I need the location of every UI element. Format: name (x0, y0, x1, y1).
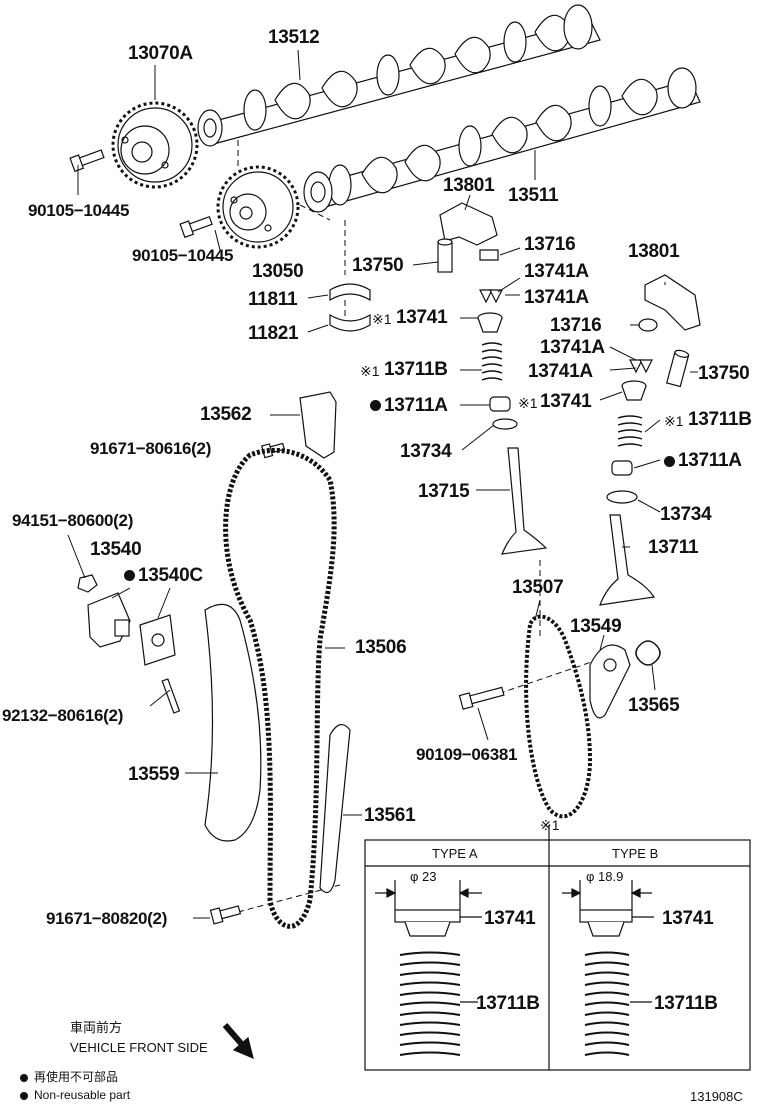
inset-box (364, 825, 751, 1071)
front-side-en: VEHICLE FRONT SIDE (70, 1040, 208, 1055)
label-13741a-3: 13741A (540, 337, 605, 358)
label-13741a-1: 13741A (524, 261, 589, 282)
front-side-jp: 車両前方 (70, 1020, 123, 1035)
label-13070a: 13070A (128, 43, 193, 64)
note-marker-13741-right: ※1 (518, 395, 538, 411)
label-91671-80616: 91671−80616(2) (90, 439, 212, 458)
label-13562: 13562 (200, 404, 252, 425)
label-13750-right: 13750 (698, 363, 750, 384)
bearings (329, 283, 371, 332)
nonreuse-dot-icon (370, 400, 381, 411)
bolts (69, 149, 505, 925)
label-13711b-right: 13711B (688, 409, 752, 430)
valve-springs (481, 342, 643, 447)
sprocket-13070a (111, 101, 199, 189)
label-13559: 13559 (128, 764, 180, 785)
tensioner-13540 (87, 592, 176, 666)
label-11811: 11811 (248, 289, 298, 310)
valve-keys (479, 249, 658, 374)
type-b-spring-label: 13711B (654, 993, 718, 1014)
label-13711: 13711 (648, 537, 699, 558)
type-a-title: TYPE A (432, 846, 478, 861)
label-13741-right: 13741 (540, 391, 592, 412)
type-b-title: TYPE B (612, 846, 659, 861)
note-marker-13711b-left: ※1 (360, 363, 380, 379)
tensioner-arm-13549 (589, 640, 661, 719)
label-13549: 13549 (570, 616, 622, 637)
figure-code: 131908C (690, 1089, 743, 1104)
label-13750-left: 13750 (352, 255, 404, 276)
nonreuse-dot-icon (20, 1092, 28, 1100)
note-marker-13711b-right: ※1 (664, 413, 684, 429)
label-13801-left: 13801 (443, 175, 495, 196)
label-90105-left: 90105−10445 (28, 201, 130, 220)
label-13540: 13540 (90, 539, 142, 560)
label-13506: 13506 (355, 637, 407, 658)
label-13734-right: 13734 (660, 504, 712, 525)
type-b-retainer-label: 13741 (662, 908, 714, 929)
camshaft-13511 (303, 67, 701, 213)
front-arrow-icon (222, 1023, 254, 1060)
label-13050: 13050 (252, 261, 304, 282)
type-a-retainer-label: 13741 (484, 908, 536, 929)
label-13711a-right: 13711A (678, 450, 742, 471)
alignment-lines (237, 140, 613, 913)
label-94151: 94151−80600(2) (12, 511, 134, 530)
label-11821: 11821 (248, 323, 299, 344)
nonreuse-en: Non-reusable part (34, 1088, 131, 1102)
nonreuse-jp: 再使用不可部品 (34, 1070, 119, 1084)
retainers (477, 312, 647, 401)
label-13801-right: 13801 (628, 241, 680, 262)
camshaft-13512 (197, 4, 601, 147)
nonreuse-dot-icon (664, 456, 675, 467)
seals-washers (489, 396, 638, 504)
label-13561: 13561 (364, 805, 416, 826)
label-13734-left: 13734 (400, 441, 452, 462)
note-marker-inset: ※1 (540, 817, 560, 833)
sprocket-13050 (216, 165, 300, 249)
type-b-diameter: φ 18.9 (586, 869, 624, 884)
label-13507: 13507 (512, 577, 564, 598)
valves (501, 447, 656, 606)
damper-13561 (319, 724, 351, 894)
chain-13507 (524, 614, 593, 819)
nonreuse-dot-icon (20, 1074, 28, 1082)
label-13716-left: 13716 (524, 234, 576, 255)
label-13512: 13512 (268, 27, 320, 48)
label-13741a-4: 13741A (528, 361, 593, 382)
label-13741a-2: 13741A (524, 287, 589, 308)
label-90109: 90109−06381 (416, 745, 518, 764)
label-90105-right: 90105−10445 (132, 246, 234, 265)
label-13711b-left: 13711B (384, 359, 448, 380)
label-92132: 92132−80616(2) (2, 706, 124, 725)
label-13741-left: 13741 (396, 307, 448, 328)
note-marker-13741-left: ※1 (372, 311, 392, 327)
timing-chain-13506 (223, 447, 337, 929)
chain-guide-13562 (299, 391, 337, 459)
label-13711a-left: 13711A (384, 395, 448, 416)
slipper-13559 (204, 603, 262, 842)
leader-lines (67, 49, 698, 919)
lash-adjusters (437, 238, 690, 388)
nonreuse-dot-icon (124, 570, 135, 581)
label-13715: 13715 (418, 481, 470, 502)
label-13511: 13511 (508, 185, 559, 206)
label-91671-80820: 91671−80820(2) (46, 909, 168, 928)
label-13540c: 13540C (138, 565, 203, 586)
type-a-diameter: φ 23 (410, 869, 437, 884)
type-a-spring-label: 13711B (476, 993, 540, 1014)
label-13716-right: 13716 (550, 315, 602, 336)
label-13565: 13565 (628, 695, 680, 716)
